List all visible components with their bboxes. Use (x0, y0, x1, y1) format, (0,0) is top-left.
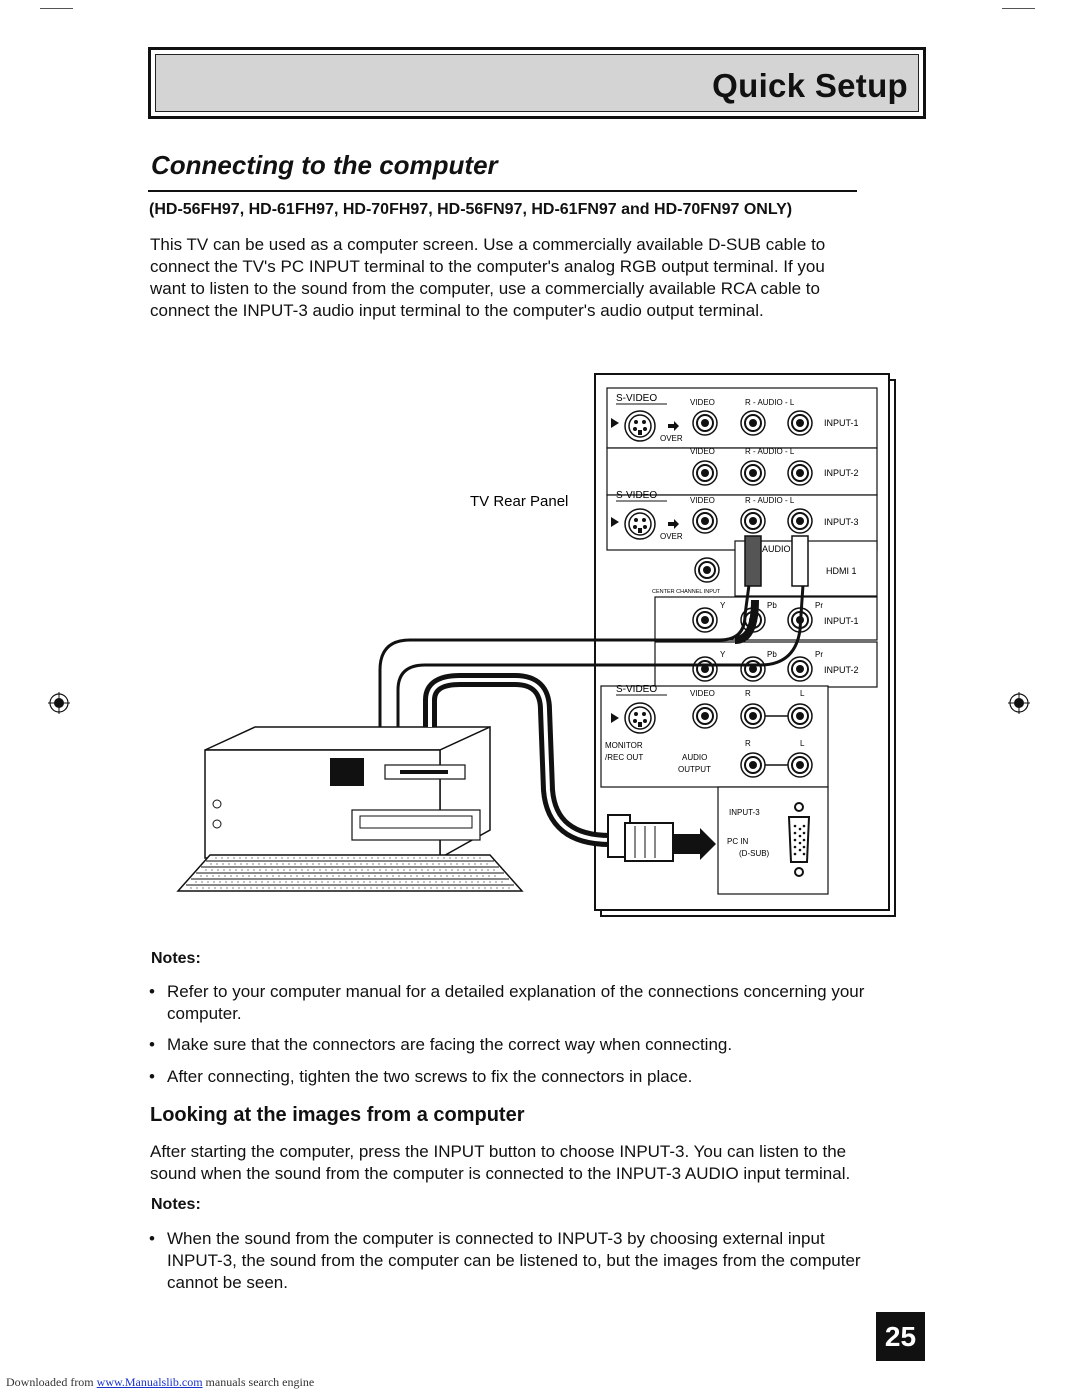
page-number: 25 (876, 1312, 925, 1361)
y-label: Y (720, 650, 726, 659)
computer-illustration (176, 725, 524, 892)
bullet-dot: • (149, 1229, 155, 1248)
note-line: INPUT-3, the sound from the computer can… (167, 1251, 861, 1270)
input-2-label: INPUT-2 (824, 468, 859, 478)
r-label: R (745, 689, 751, 698)
pb-label: Pb (767, 601, 777, 610)
note-line: cannot be seen. (167, 1273, 288, 1292)
pr-label: Pr (815, 601, 823, 610)
note-item: • Make sure that the connectors are faci… (149, 1034, 929, 1056)
bullet-dot: • (149, 1035, 155, 1054)
over-label: OVER (660, 434, 683, 443)
d-sub-label: (D-SUB) (739, 849, 770, 858)
video-label: VIDEO (690, 496, 715, 505)
pb-label: Pb (767, 650, 777, 659)
header-inner: Quick Setup (155, 54, 919, 112)
video-label: VIDEO (690, 398, 715, 407)
audio-cables (378, 539, 808, 727)
over-label: OVER (660, 532, 683, 541)
subsection-paragraph: After starting the computer, press the I… (150, 1141, 930, 1185)
header-banner: Quick Setup (148, 47, 926, 119)
footer: Downloaded from www.Manualslib.com manua… (6, 1375, 314, 1390)
subsection-title: Looking at the images from a computer (150, 1104, 525, 1126)
bullet-dot: • (149, 982, 155, 1001)
input-3-label: INPUT-3 (729, 808, 760, 817)
component-1-section (654, 596, 878, 641)
intro-paragraph: This TV can be used as a computer screen… (150, 234, 930, 322)
rca-plug-right (791, 535, 809, 587)
intro-line: connect the TV's PC INPUT terminal to th… (150, 257, 825, 276)
intro-line: want to listen to the sound from the com… (150, 279, 820, 298)
manualslib-link[interactable]: www.Manualslib.com (96, 1375, 203, 1389)
monitor-label: MONITOR (605, 741, 643, 750)
center-channel-label: CENTER CHANNEL INPUT (652, 589, 721, 595)
r-audio-l-label: R - AUDIO - L (745, 447, 795, 456)
s-video-label: S-VIDEO (616, 684, 657, 695)
s-video-label: S-VIDEO (616, 490, 657, 501)
vga-connector-icon (607, 814, 716, 862)
registration-mark-icon (48, 692, 70, 714)
rca-plug-left (744, 535, 762, 587)
r-audio-l-label: R - AUDIO - L (745, 496, 795, 505)
pr-label: Pr (815, 650, 823, 659)
input-2-label: INPUT-2 (824, 665, 859, 675)
intro-line: connect the INPUT-3 audio input terminal… (150, 301, 764, 320)
r-audio-l-label: R - AUDIO - L (745, 398, 795, 407)
input-1-label: INPUT-1 (824, 616, 859, 626)
pc-in-label: PC IN (727, 837, 749, 846)
audio-label: AUDIO (762, 544, 791, 554)
bullet-dot: • (149, 1067, 155, 1086)
note-item: • Refer to your computer manual for a de… (149, 981, 929, 1025)
section-title: Connecting to the computer (151, 150, 498, 180)
note-line: Make sure that the connectors are facing… (167, 1035, 733, 1054)
video-label: VIDEO (690, 447, 715, 456)
l-label: L (800, 739, 805, 748)
header-title: Quick Setup (712, 67, 908, 104)
paragraph-line: sound when the sound from the computer i… (150, 1164, 851, 1183)
d-sub-port-icon (787, 816, 811, 863)
s-video-label: S-VIDEO (616, 393, 657, 404)
note-line: After connecting, tighten the two screws… (167, 1067, 693, 1086)
note-item: • When the sound from the computer is co… (149, 1228, 929, 1294)
y-label: Y (720, 601, 726, 610)
tv-rear-panel-caption: TV Rear Panel (470, 493, 568, 510)
l-label: L (800, 689, 805, 698)
crop-mark (40, 8, 73, 9)
title-rule (148, 190, 857, 192)
note-line: computer. (167, 1004, 242, 1023)
crop-mark (1002, 8, 1035, 9)
intro-line: This TV can be used as a computer screen… (150, 235, 826, 254)
note-item: • After connecting, tighten the two scre… (149, 1066, 929, 1088)
audio-output-label: AUDIO (682, 753, 707, 762)
r-label: R (745, 739, 751, 748)
note-line: When the sound from the computer is conn… (167, 1229, 825, 1248)
input-3-label: INPUT-3 (824, 517, 859, 527)
registration-mark-icon (1008, 692, 1030, 714)
paragraph-line: After starting the computer, press the I… (150, 1142, 847, 1161)
rec-out-label: /REC OUT (605, 753, 643, 762)
footer-suffix: manuals search engine (202, 1375, 315, 1389)
model-list: (HD-56FH97, HD-61FH97, HD-70FH97, HD-56F… (149, 201, 793, 218)
pc-in-section (717, 786, 829, 895)
audio-output-label: OUTPUT (678, 765, 711, 774)
video-label: VIDEO (690, 689, 715, 698)
input-1-label: INPUT-1 (824, 418, 859, 428)
hdmi-1-label: HDMI 1 (826, 566, 857, 576)
note-line: Refer to your computer manual for a deta… (167, 982, 865, 1001)
notes-heading: Notes: (151, 950, 201, 967)
footer-prefix: Downloaded from (6, 1375, 97, 1389)
notes-heading: Notes: (151, 1196, 201, 1213)
